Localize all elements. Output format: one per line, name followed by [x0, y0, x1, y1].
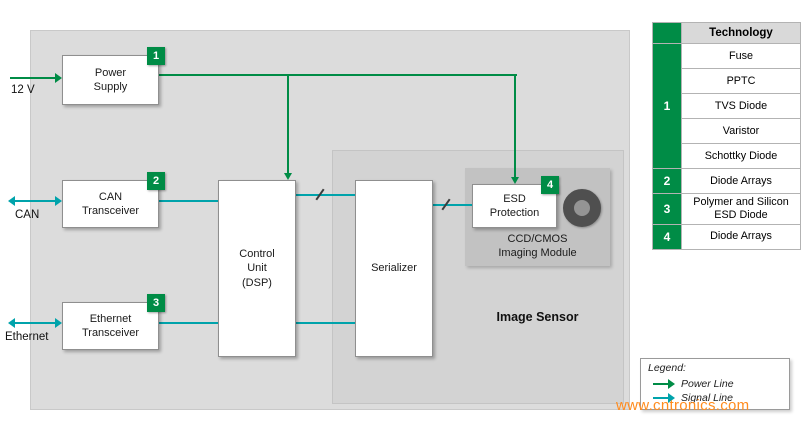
- signal-line-control-to-serializer-data: [294, 194, 355, 196]
- badge-1: 1: [147, 47, 165, 65]
- signal-line-can-input: [14, 200, 56, 202]
- legend-title: Legend:: [648, 362, 686, 374]
- power-arrowhead-control-icon: [284, 173, 292, 180]
- group-1-number: 1: [652, 43, 682, 169]
- badge-4: 4: [541, 176, 559, 194]
- badge-3: 3: [147, 294, 165, 312]
- power-line-arrow-icon: [653, 379, 675, 389]
- table-row: Schottky Diode: [653, 143, 801, 169]
- signal-line-can-to-control: [157, 200, 218, 202]
- power-supply-label: Power Supply: [93, 66, 128, 93]
- power-arrowhead-12v-icon: [55, 73, 62, 83]
- technology-table: Technology 1 Fuse PPTC TVS Diode Varisto…: [652, 22, 801, 250]
- can-transceiver-label: CAN Transceiver: [81, 190, 140, 217]
- table-cell: Polymer and Silicon ESD Diode: [681, 193, 801, 225]
- table-row: 4 Diode Arrays: [652, 223, 801, 250]
- serializer-block: Serializer: [355, 180, 433, 357]
- table-cell: Varistor: [681, 118, 801, 144]
- signal-line-control-to-serializer-aux: [294, 322, 355, 324]
- power-line-horizontal: [157, 74, 517, 76]
- control-unit-label: Control Unit (DSP): [239, 248, 275, 289]
- legend-signal-line-row: Signal Line: [653, 392, 733, 404]
- esd-protection-block: ESD Protection 4: [472, 176, 559, 228]
- power-line-12v-input: [10, 77, 55, 79]
- table-cell: Diode Arrays: [681, 223, 801, 250]
- table-row: 1 Fuse: [652, 43, 801, 169]
- can-transceiver-block: CAN Transceiver 2: [62, 172, 165, 228]
- camera-lens-icon: [563, 189, 601, 227]
- control-unit-block: Control Unit (DSP): [218, 180, 296, 357]
- table-cell: TVS Diode: [681, 93, 801, 119]
- signal-arrowhead-can-left-icon: [8, 196, 15, 206]
- legend-power-line-row: Power Line: [653, 378, 734, 390]
- group-4-number: 4: [652, 223, 682, 250]
- input-label-ethernet: Ethernet: [5, 331, 49, 343]
- table-cell: PPTC: [681, 68, 801, 94]
- power-supply-block: Power Supply 1: [62, 47, 165, 105]
- table-header-technology: Technology: [681, 22, 801, 44]
- signal-arrowhead-can-right-icon: [55, 196, 62, 206]
- legend-box: Legend: Power Line Signal Line: [640, 358, 790, 410]
- group-2-number: 2: [652, 168, 682, 194]
- imaging-module-label: CCD/CMOS Imaging Module: [498, 233, 577, 260]
- power-arrowhead-esd-icon: [511, 177, 519, 184]
- table-row: 3 Polymer and Silicon ESD Diode: [652, 193, 801, 225]
- table-cell: Fuse: [681, 43, 801, 69]
- ethernet-transceiver-block: Ethernet Transceiver 3: [62, 294, 165, 350]
- signal-arrowhead-ethernet-left-icon: [8, 318, 15, 328]
- table-row: 2 Diode Arrays: [652, 168, 801, 194]
- table-corner-cell: [652, 22, 682, 44]
- table-row: PPTC: [653, 68, 801, 94]
- watermark-text: www.cntronics.com: [616, 397, 750, 414]
- input-label-12v: 12 V: [11, 84, 35, 96]
- group-3-number: 3: [652, 193, 682, 225]
- legend-signal-label: Signal Line: [681, 392, 733, 404]
- table-header-row: Technology: [652, 22, 801, 44]
- legend-power-label: Power Line: [681, 378, 734, 390]
- table-cell: Diode Arrays: [681, 168, 801, 194]
- image-sensor-label: Image Sensor: [496, 310, 579, 324]
- serializer-label: Serializer: [371, 262, 417, 275]
- power-line-drop-esd: [514, 74, 516, 178]
- signal-line-arrow-icon: [653, 393, 675, 403]
- esd-protection-label: ESD Protection: [489, 192, 540, 219]
- table-cell: Schottky Diode: [681, 143, 801, 169]
- signal-line-serializer-to-esd: [431, 204, 472, 206]
- signal-arrowhead-ethernet-right-icon: [55, 318, 62, 328]
- signal-line-ethernet-to-control: [157, 322, 218, 324]
- power-line-drop-control-unit: [287, 74, 289, 176]
- ethernet-transceiver-label: Ethernet Transceiver: [81, 312, 140, 339]
- badge-2: 2: [147, 172, 165, 190]
- signal-line-ethernet-input: [14, 322, 56, 324]
- input-label-can: CAN: [15, 209, 40, 221]
